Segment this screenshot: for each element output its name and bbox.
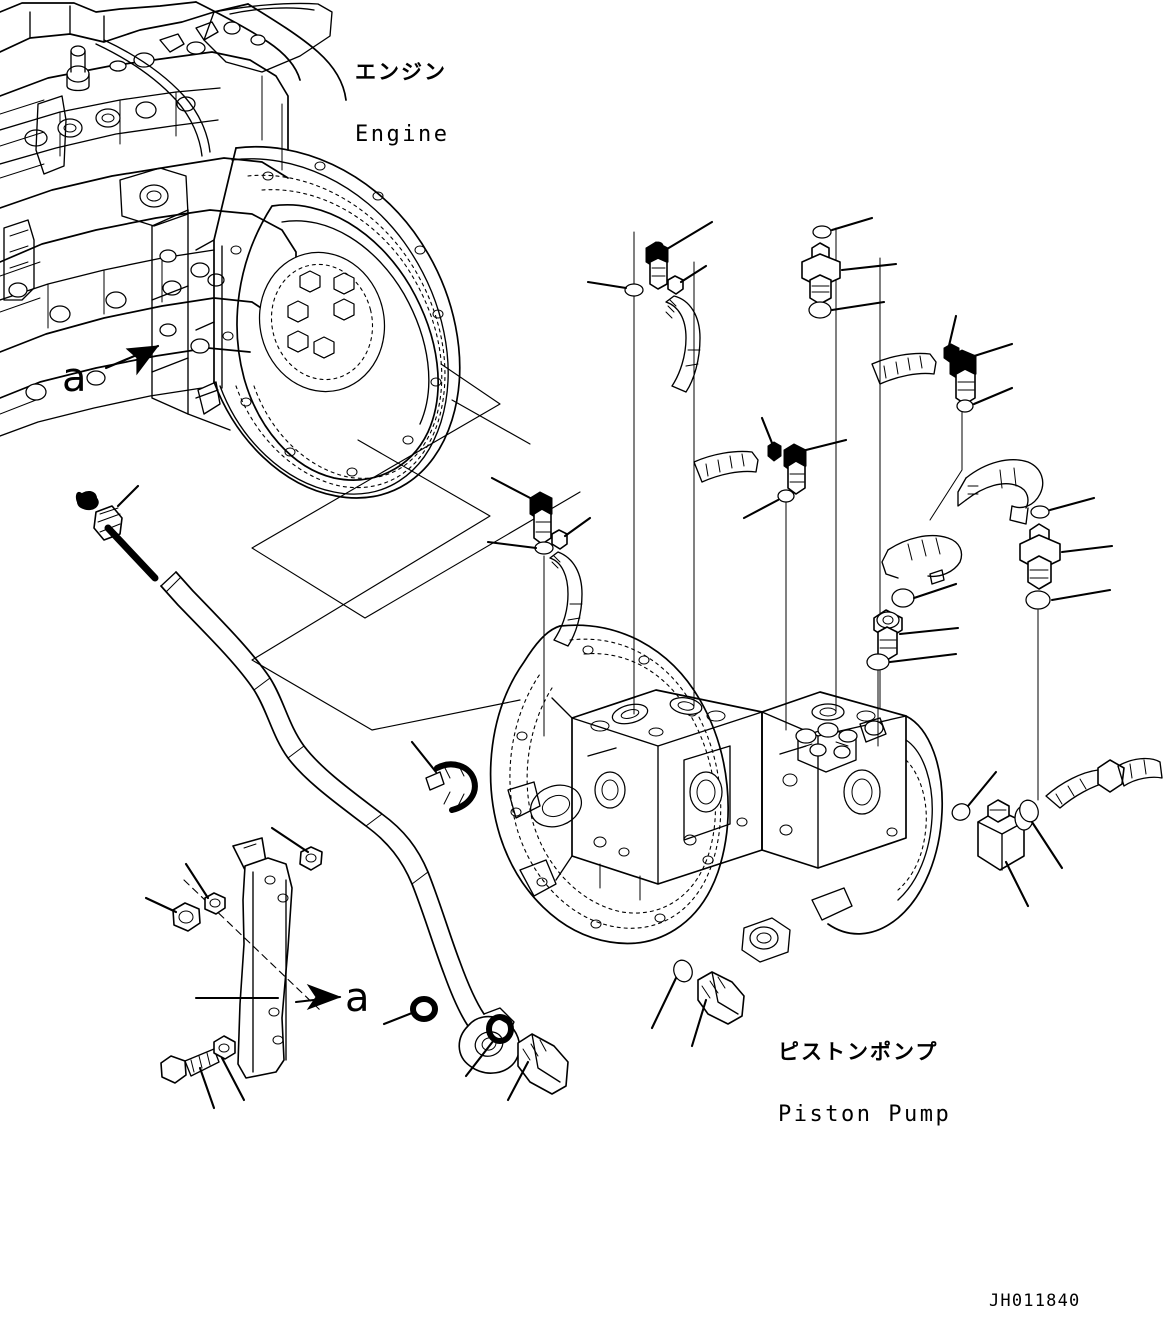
piston-pump-label-en: Piston Pump	[778, 1102, 952, 1128]
hose-short-a	[665, 295, 701, 393]
engine-label-jp: エンジン	[355, 59, 447, 84]
piston-pump-assembly	[489, 624, 944, 963]
engine-label-en: Engine	[355, 122, 450, 148]
adapter-fitting-h	[1019, 496, 1114, 610]
connector-fitting-d	[486, 476, 592, 647]
engine-block	[0, 1, 347, 437]
hose-short-d	[549, 551, 583, 647]
engine-fastener-group	[66, 41, 206, 92]
pump-callout-stems	[543, 227, 1039, 801]
dipstick	[75, 484, 159, 582]
o-ring-tube-upper	[382, 996, 438, 1026]
piston-pump-label: ピストンポンプ Piston Pump	[778, 1002, 951, 1147]
pump-body-front	[571, 689, 763, 885]
hose-elbow-assembly-f	[957, 459, 1044, 525]
nut-upper	[144, 896, 201, 932]
connector-fitting-e	[693, 416, 848, 520]
bracket-hardware	[144, 826, 323, 1110]
section-marker-a-bottom: a	[345, 975, 370, 1021]
engine-boss-group	[24, 96, 196, 147]
tube-end-hardware	[382, 996, 569, 1102]
engine-pipe-fittings	[159, 21, 266, 53]
piston-pump-label-jp: ピストンポンプ	[778, 1039, 939, 1064]
elbow-fitting-c	[871, 314, 1014, 413]
drawing-number: JH011840	[989, 1291, 1081, 1311]
u-clamp	[410, 740, 478, 813]
relief-valve-g	[866, 535, 963, 671]
bolt-lower	[160, 1048, 220, 1110]
pump-drain-boss	[741, 887, 853, 963]
engine-lower-fasteners	[25, 273, 225, 401]
connector-fitting-a	[586, 220, 714, 393]
section-marker-a-top: a	[62, 355, 87, 401]
housing-bolt-holes	[222, 161, 444, 477]
section-arrow-top	[104, 344, 160, 376]
washer-upper	[184, 862, 226, 915]
section-arrow-bottom	[294, 983, 342, 1011]
flywheel-bolt-group	[287, 270, 355, 359]
engine-assembly	[0, 1, 461, 499]
tube-bracket	[183, 837, 321, 1079]
o-ring-tube-lower	[464, 1014, 514, 1078]
connector-fitting-b	[801, 216, 898, 319]
pump-rear-cover	[827, 715, 944, 935]
washer-lower	[213, 1035, 246, 1102]
engine-label: エンジン Engine	[355, 22, 449, 167]
elbow-block-i	[951, 757, 1163, 908]
flywheel-housing	[151, 146, 461, 499]
hose-assembly-i	[1045, 757, 1163, 809]
banjo-bolt	[506, 1033, 569, 1102]
pump-port-plugs	[650, 959, 745, 1048]
washer-upper-right	[270, 826, 323, 871]
reference-lines	[251, 363, 581, 731]
